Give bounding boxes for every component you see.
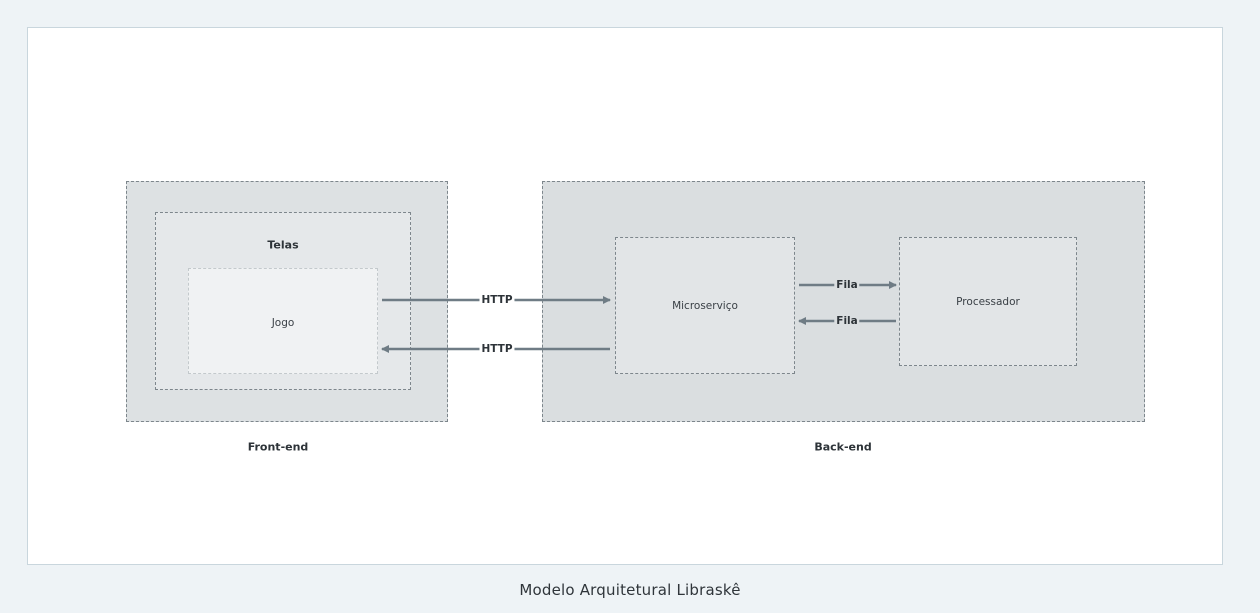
processador-label: Processador — [956, 296, 1020, 308]
fila-request-label: Fila — [834, 279, 860, 291]
backend-label: Back-end — [814, 440, 872, 454]
http-request-label: HTTP — [479, 294, 515, 306]
microservico-node — [615, 237, 795, 374]
jogo-label: Jogo — [271, 317, 295, 329]
processador-node — [899, 237, 1077, 366]
jogo-node — [188, 268, 378, 374]
figure-caption: Modelo Arquitetural Libraskê — [519, 581, 741, 599]
telas-label: Telas — [267, 238, 299, 252]
fila-response-label: Fila — [834, 315, 860, 327]
frontend-label: Front-end — [247, 440, 309, 454]
http-response-label: HTTP — [479, 343, 515, 355]
microservico-label: Microserviço — [672, 300, 738, 312]
